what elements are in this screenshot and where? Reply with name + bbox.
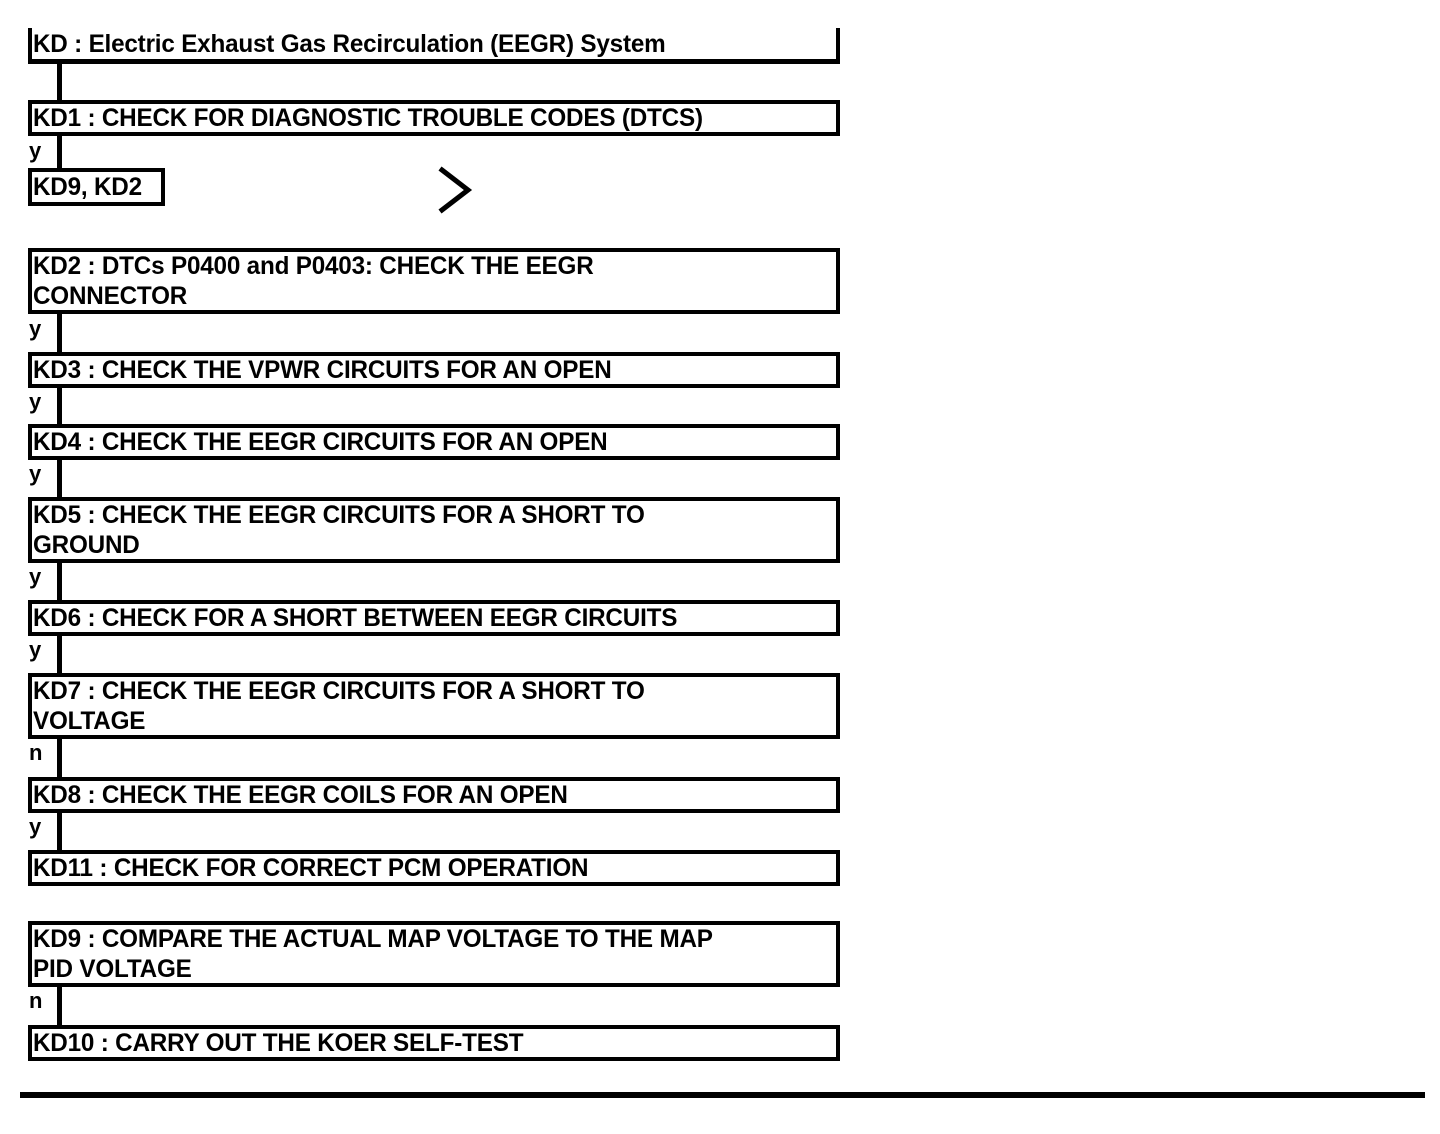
node-kd2[interactable]: KD2 : DTCs P0400 and P0403: CHECK THE EE… xyxy=(28,248,840,314)
connector-kd7-to-kd8 xyxy=(57,739,62,777)
node-kd4[interactable]: KD4 : CHECK THE EEGR CIRCUITS FOR AN OPE… xyxy=(28,424,840,460)
node-kd9-kd2-ref[interactable]: KD9, KD2 xyxy=(28,168,165,206)
edge-label-kd2-kd3: y xyxy=(29,316,42,341)
connector-kd2-to-kd3 xyxy=(57,314,62,352)
node-kd11[interactable]: KD11 : CHECK FOR CORRECT PCM OPERATION xyxy=(28,850,840,886)
chevron-right-icon xyxy=(434,164,478,216)
node-kd9-kd2-ref-label: KD9, KD2 xyxy=(32,173,142,201)
connector-kd9-to-kd10 xyxy=(57,987,62,1025)
node-kd5[interactable]: KD5 : CHECK THE EEGR CIRCUITS FOR A SHOR… xyxy=(28,497,840,563)
node-kd-title-label: KD : Electric Exhaust Gas Recirculation … xyxy=(32,29,666,58)
node-kd2-label: KD2 : DTCs P0400 and P0403: CHECK THE EE… xyxy=(32,252,594,310)
edge-label-kd9-kd10: n xyxy=(29,988,43,1013)
connector-kd4-to-kd5 xyxy=(57,460,62,497)
edge-label-kd3-kd4: y xyxy=(29,389,42,414)
node-kd1[interactable]: KD1 : CHECK FOR DIAGNOSTIC TROUBLE CODES… xyxy=(28,100,840,136)
node-kd3[interactable]: KD3 : CHECK THE VPWR CIRCUITS FOR AN OPE… xyxy=(28,352,840,388)
connector-kd5-to-kd6 xyxy=(57,563,62,600)
edge-label-kd4-kd5: y xyxy=(29,461,42,486)
connector-kd-to-kd1 xyxy=(57,64,62,100)
footer-divider xyxy=(20,1092,1425,1098)
connector-kd6-to-kd7 xyxy=(57,636,62,673)
connector-kd1-to-kd9kd2 xyxy=(57,136,62,170)
node-kd4-label: KD4 : CHECK THE EEGR CIRCUITS FOR AN OPE… xyxy=(32,428,608,456)
edge-label-kd5-kd6: y xyxy=(29,564,42,589)
node-kd6[interactable]: KD6 : CHECK FOR A SHORT BETWEEN EEGR CIR… xyxy=(28,600,840,636)
node-kd8-label: KD8 : CHECK THE EEGR COILS FOR AN OPEN xyxy=(32,781,568,809)
node-kd3-label: KD3 : CHECK THE VPWR CIRCUITS FOR AN OPE… xyxy=(32,356,612,384)
node-kd9-label: KD9 : COMPARE THE ACTUAL MAP VOLTAGE TO … xyxy=(32,925,713,983)
node-kd-title[interactable]: KD : Electric Exhaust Gas Recirculation … xyxy=(28,28,840,64)
edge-label-kd6-kd7: y xyxy=(29,637,42,662)
edge-label-kd7-kd8: n xyxy=(29,740,43,765)
node-kd7-label: KD7 : CHECK THE EEGR CIRCUITS FOR A SHOR… xyxy=(32,677,645,735)
node-kd8[interactable]: KD8 : CHECK THE EEGR COILS FOR AN OPEN xyxy=(28,777,840,813)
node-kd7[interactable]: KD7 : CHECK THE EEGR CIRCUITS FOR A SHOR… xyxy=(28,673,840,739)
node-kd10[interactable]: KD10 : CARRY OUT THE KOER SELF-TEST xyxy=(28,1025,840,1061)
node-kd11-label: KD11 : CHECK FOR CORRECT PCM OPERATION xyxy=(32,854,589,882)
connector-kd8-to-kd11 xyxy=(57,813,62,850)
node-kd9[interactable]: KD9 : COMPARE THE ACTUAL MAP VOLTAGE TO … xyxy=(28,921,840,987)
edge-label-kd8-kd11: y xyxy=(29,814,42,839)
node-kd5-label: KD5 : CHECK THE EEGR CIRCUITS FOR A SHOR… xyxy=(32,501,645,559)
edge-label-kd1-kd9kd2: y xyxy=(29,138,42,163)
connector-kd3-to-kd4 xyxy=(57,388,62,424)
node-kd6-label: KD6 : CHECK FOR A SHORT BETWEEN EEGR CIR… xyxy=(32,604,678,632)
node-kd1-label: KD1 : CHECK FOR DIAGNOSTIC TROUBLE CODES… xyxy=(32,104,703,132)
node-kd10-label: KD10 : CARRY OUT THE KOER SELF-TEST xyxy=(32,1029,524,1057)
